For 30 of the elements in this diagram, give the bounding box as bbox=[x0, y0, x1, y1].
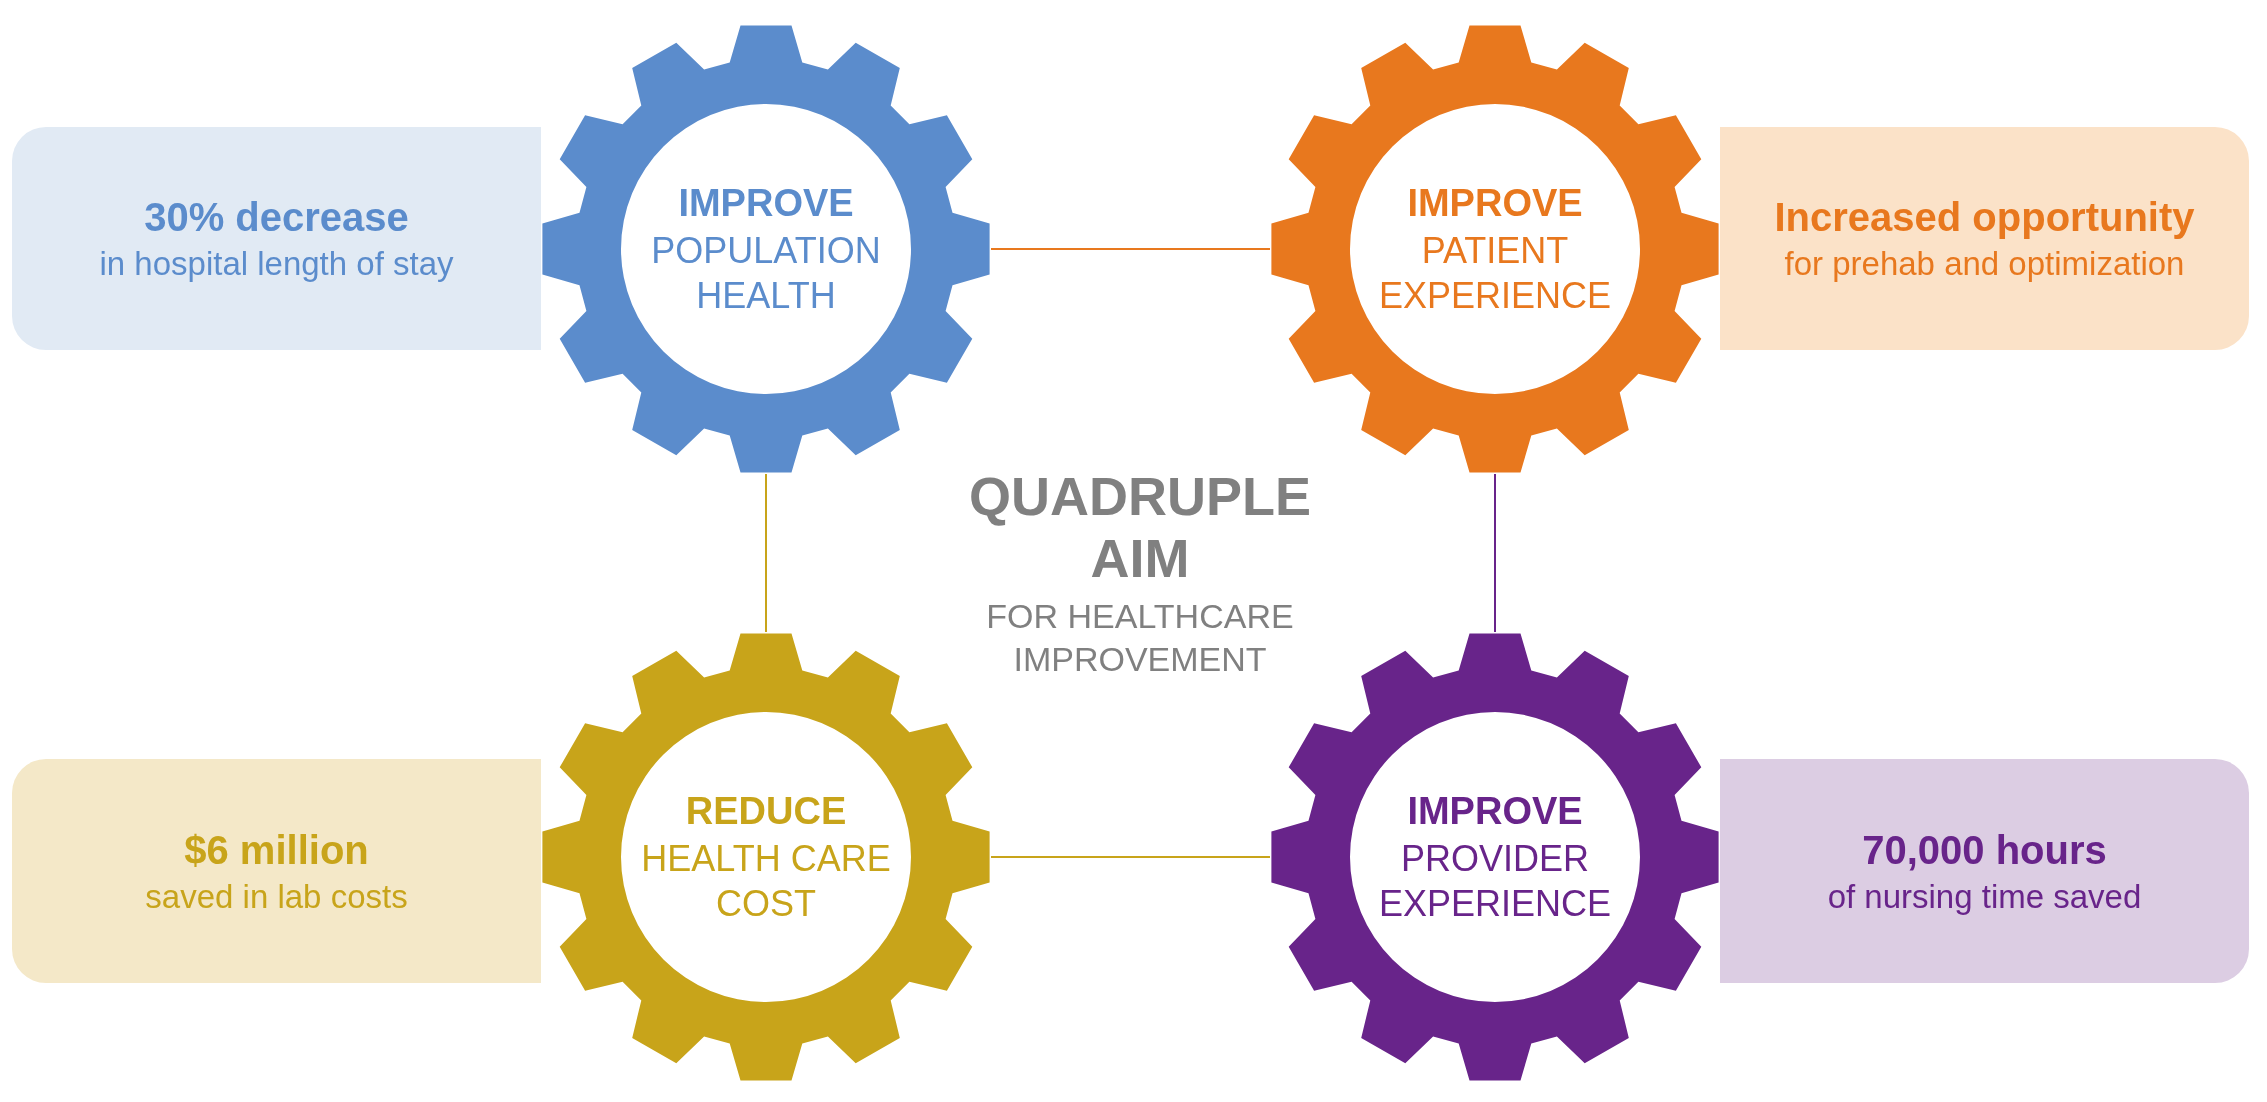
gear bbox=[1270, 24, 1720, 474]
gear bbox=[1270, 632, 1720, 1082]
stat-description: of nursing time saved bbox=[1827, 876, 2142, 917]
gear bbox=[541, 24, 991, 474]
gear-heading: IMPROVE bbox=[1407, 181, 1583, 227]
gear-label: HEALTH CARE COST bbox=[640, 836, 892, 926]
stat-value: 70,000 hours bbox=[1862, 826, 2107, 874]
stat-card bbox=[1720, 127, 2249, 350]
gear-heading: IMPROVE bbox=[1407, 789, 1583, 835]
gear-label: PATIENT EXPERIENCE bbox=[1377, 228, 1613, 318]
gear-label: POPULATION HEALTH bbox=[650, 228, 882, 318]
gear-heading: IMPROVE bbox=[678, 181, 854, 227]
gear-label: PROVIDER EXPERIENCE bbox=[1377, 836, 1613, 926]
gear-heading: REDUCE bbox=[685, 789, 847, 835]
stat-card bbox=[1720, 759, 2249, 983]
connector-line bbox=[990, 856, 1271, 858]
stat-description: saved in lab costs bbox=[145, 876, 408, 917]
connector-line bbox=[990, 248, 1271, 250]
stat-description: for prehab and optimization bbox=[1784, 244, 2185, 285]
stat-description: in hospital length of stay bbox=[99, 244, 454, 285]
connector-line bbox=[765, 473, 767, 633]
diagram-title: QUADRUPLE AIM bbox=[968, 465, 1312, 590]
subtitle: FOR HEALTHCARE IMPROVEMENT bbox=[985, 596, 1295, 680]
stat-card bbox=[12, 759, 541, 983]
stat-value: 30% decrease bbox=[144, 194, 409, 242]
gear bbox=[541, 632, 991, 1082]
stat-value: Increased opportunity bbox=[1774, 194, 2195, 242]
stat-value: $6 million bbox=[184, 826, 369, 874]
stat-card bbox=[12, 127, 541, 350]
connector-line bbox=[1494, 473, 1496, 633]
